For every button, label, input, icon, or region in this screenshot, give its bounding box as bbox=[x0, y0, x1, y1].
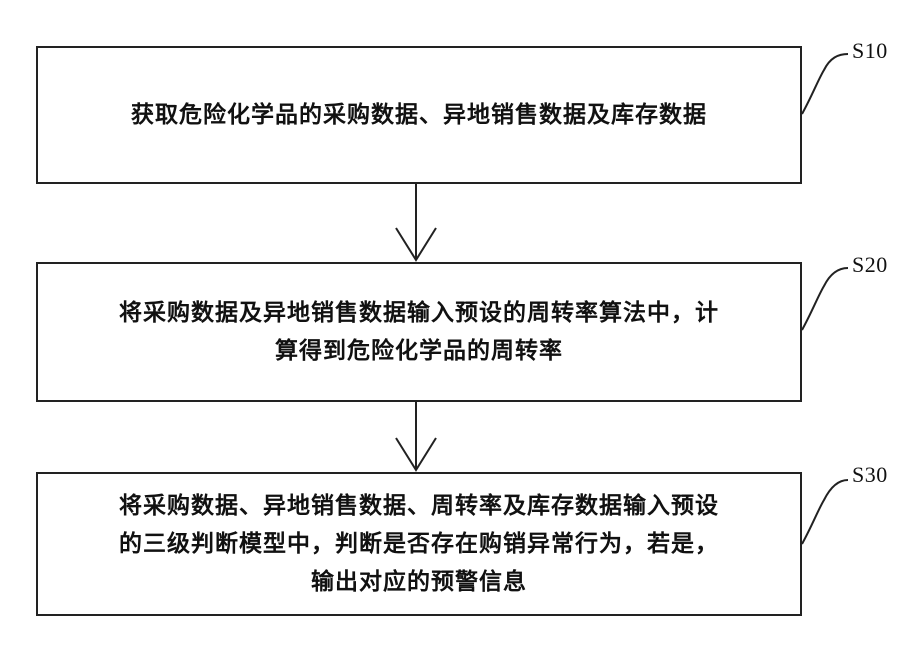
step-text-s10: 获取危险化学品的采购数据、异地销售数据及库存数据 bbox=[131, 96, 707, 134]
leader-line-s30 bbox=[802, 480, 848, 544]
step-box-s20: 将采购数据及异地销售数据输入预设的周转率算法中，计 算得到危险化学品的周转率 bbox=[36, 262, 802, 402]
leader-line-s10 bbox=[802, 54, 848, 114]
step-box-s30: 将采购数据、异地销售数据、周转率及库存数据输入预设 的三级判断模型中，判断是否存… bbox=[36, 472, 802, 616]
step-box-s10: 获取危险化学品的采购数据、异地销售数据及库存数据 bbox=[36, 46, 802, 184]
step-text-s20: 将采购数据及异地销售数据输入预设的周转率算法中，计 算得到危险化学品的周转率 bbox=[119, 294, 719, 370]
leader-line-s20 bbox=[802, 268, 848, 330]
step-label-s30: S30 bbox=[852, 462, 888, 488]
step-label-s10: S10 bbox=[852, 38, 888, 64]
step-label-s20: S20 bbox=[852, 252, 888, 278]
step-text-s30: 将采购数据、异地销售数据、周转率及库存数据输入预设 的三级判断模型中，判断是否存… bbox=[119, 487, 719, 601]
